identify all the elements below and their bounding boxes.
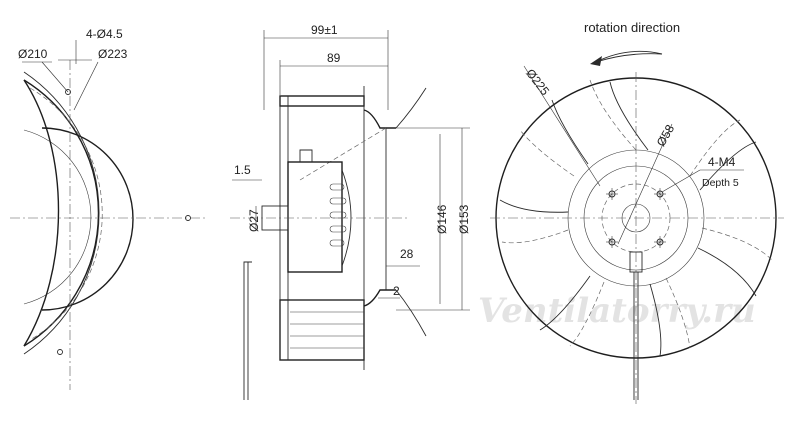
label-gap: 2 [393,284,400,298]
label-d210: Ø210 [18,47,48,61]
cable [243,261,252,400]
cone-top [299,127,387,181]
rotation-arrow [595,50,663,63]
leader-thread [661,169,701,193]
watermark: Ventilatorry.ru [478,291,756,331]
nozzle-top [363,109,396,129]
flange-top [395,87,427,129]
motor-top-lug [299,149,313,162]
label-overall-width: 99±1 [311,23,338,37]
flange-bottom [395,289,427,337]
label-thread-callout: 4-M4 [708,155,736,169]
label-outer-inlet-diameter: Ø153 [457,204,471,234]
label-impeller-width: 89 [327,51,341,65]
side-view: 99±1 89 [230,23,471,400]
rotation-arrow-head [590,56,602,66]
rotation-arrow-inner [595,53,663,63]
cut-edge [23,79,60,347]
leader-d58 [617,123,673,245]
label-impeller-diameter: Ø225 [523,66,552,98]
label-flange-thickness: 1.5 [234,163,251,177]
rotation-caption: rotation direction [584,20,680,35]
flange-outer-edge [23,71,100,355]
bolt-circle [29,87,103,341]
nozzle-bottom [363,289,396,307]
label-inlet-depth: 28 [400,247,414,261]
leader-d225 [523,65,601,187]
rear-cable [633,272,639,400]
bolt-hole-bottom [57,349,63,355]
inner-ring-edge [23,129,92,305]
top-blade-housing [279,95,365,107]
inner-ring-arc [41,127,134,311]
cooling-slots [329,183,347,247]
bolt-hole-right [185,215,191,221]
front-view: Ø210 4-Ø4.5 Ø223 [10,27,205,390]
leader-outer [73,61,99,111]
label-bolt-holes: 4-Ø4.5 [86,27,123,41]
label-inlet-diameter: Ø146 [435,204,449,234]
label-d223: Ø223 [98,47,128,61]
impeller-blades [499,79,773,357]
rear-view: rotation direction [490,20,784,404]
label-thread-depth: Depth 5 [702,177,739,189]
label-hub-diameter: Ø58 [654,122,678,149]
label-shaft-diameter: Ø27 [247,209,261,232]
leader-bolt-hole [41,61,69,93]
flange-outer-arc [23,79,100,347]
motor-dome [341,169,352,267]
blade-lines [290,299,364,349]
threaded-holes [606,188,666,248]
cable-gland [629,251,643,273]
bottom-blade-housing [279,299,365,361]
bolt-hole-top [65,89,71,95]
motor-body [287,161,343,273]
